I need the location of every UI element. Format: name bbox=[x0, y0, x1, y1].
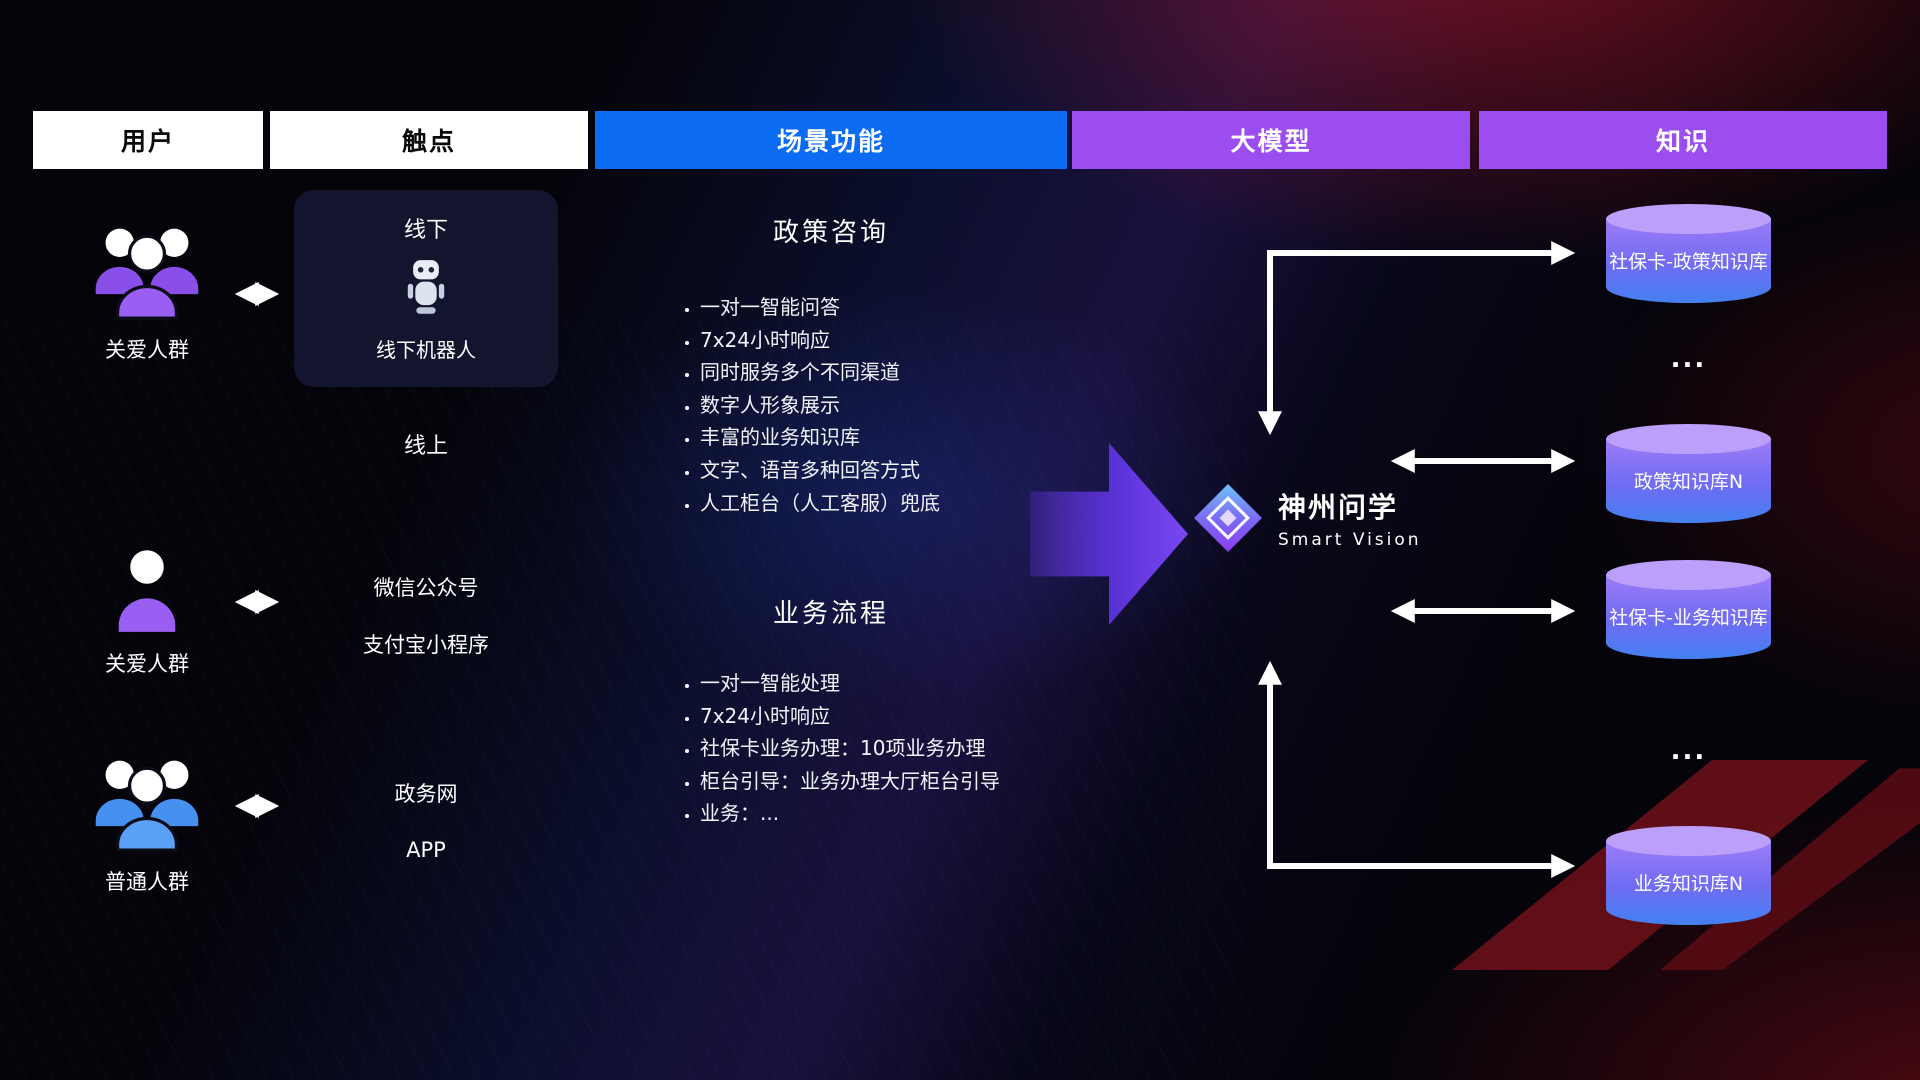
channel-alipay: 支付宝小程序 bbox=[363, 633, 489, 657]
scene-policy-item: 7x24小时响应 bbox=[700, 324, 940, 357]
knowledge-base-label: 业务知识库N bbox=[1633, 872, 1744, 895]
scene-business-item: 社保卡业务办理：10项业务办理 bbox=[700, 732, 1000, 765]
header-touchpoint-label: 触点 bbox=[401, 127, 456, 156]
scene-business-list: 一对一智能处理 7x24小时响应 社保卡业务办理：10项业务办理 柜台引导：业务… bbox=[700, 667, 1000, 830]
header-user: 用户 bbox=[33, 111, 263, 169]
header-scene: 场景功能 bbox=[595, 111, 1067, 169]
scene-policy-item: 数字人形象展示 bbox=[700, 389, 940, 422]
arrow-model-kb1-elbow bbox=[1258, 241, 1576, 436]
red-ribbon-decoration bbox=[1400, 760, 1920, 970]
diagonal-streaks-decoration bbox=[0, 320, 1250, 1080]
channel-app: APP bbox=[406, 838, 446, 862]
offline-title: 线下 bbox=[403, 218, 448, 243]
header-model: 大模型 bbox=[1072, 111, 1470, 169]
online-title: 线上 bbox=[403, 434, 448, 459]
scene-policy-item: 一对一智能问答 bbox=[700, 291, 940, 324]
knowledge-base-label: 社保卡-政策知识库 bbox=[1609, 250, 1768, 273]
scene-policy-item: 丰富的业务知识库 bbox=[700, 421, 940, 454]
knowledge-base-label: 政策知识库N bbox=[1633, 470, 1744, 493]
smart-vision-logo-icon bbox=[1194, 484, 1262, 552]
user-group-blue-icon bbox=[87, 748, 207, 854]
header-model-label: 大模型 bbox=[1230, 127, 1312, 156]
scene-business-item: 7x24小时响应 bbox=[700, 700, 1000, 733]
scene-policy-list: 一对一智能问答 7x24小时响应 同时服务多个不同渠道 数字人形象展示 丰富的业… bbox=[700, 291, 940, 519]
robot-icon bbox=[404, 258, 448, 318]
header-scene-label: 场景功能 bbox=[776, 127, 885, 156]
header-touchpoint: 触点 bbox=[270, 111, 588, 169]
knowledge-ellipsis-2: ... bbox=[1670, 736, 1707, 766]
offline-robot-caption: 线下机器人 bbox=[376, 338, 476, 362]
knowledge-base-business-n: 业务知识库N bbox=[1601, 822, 1776, 930]
header-user-label: 用户 bbox=[120, 127, 175, 156]
scene-policy-item: 文字、语音多种回答方式 bbox=[700, 454, 940, 487]
scene-business-item: 业务：... bbox=[700, 797, 1000, 830]
knowledge-base-label: 社保卡-业务知识库 bbox=[1609, 606, 1768, 629]
user-label-3: 普通人群 bbox=[105, 870, 189, 894]
user-label-2: 关爱人群 bbox=[105, 652, 189, 676]
header-knowledge-label: 知识 bbox=[1655, 127, 1710, 156]
header-knowledge: 知识 bbox=[1479, 111, 1887, 169]
scene-business-title: 业务流程 bbox=[772, 599, 889, 629]
scene-policy-item: 人工柜台（人工客服）兜底 bbox=[700, 487, 940, 520]
user-group-purple-icon bbox=[87, 216, 207, 322]
scene-business-item: 一对一智能处理 bbox=[700, 667, 1000, 700]
knowledge-ellipsis-1: ... bbox=[1670, 344, 1707, 374]
scene-policy-title: 政策咨询 bbox=[772, 218, 889, 248]
channel-gov-web: 政务网 bbox=[394, 782, 458, 806]
user-label-1: 关爱人群 bbox=[105, 338, 189, 362]
user-person-purple-icon bbox=[110, 546, 184, 634]
model-name: 神州问学 bbox=[1278, 491, 1399, 524]
knowledge-base-policy-n: 政策知识库N bbox=[1601, 420, 1776, 528]
scene-business-item: 柜台引导：业务办理大厅柜台引导 bbox=[700, 765, 1000, 798]
knowledge-base-business-sscard: 社保卡-业务知识库 bbox=[1601, 556, 1776, 664]
model-subtitle: Smart Vision bbox=[1278, 530, 1422, 550]
model-logo: 神州问学 Smart Vision bbox=[1192, 482, 1422, 554]
channel-wechat: 微信公众号 bbox=[373, 576, 479, 600]
knowledge-base-policy-sscard: 社保卡-政策知识库 bbox=[1601, 200, 1776, 308]
scene-policy-item: 同时服务多个不同渠道 bbox=[700, 356, 940, 389]
